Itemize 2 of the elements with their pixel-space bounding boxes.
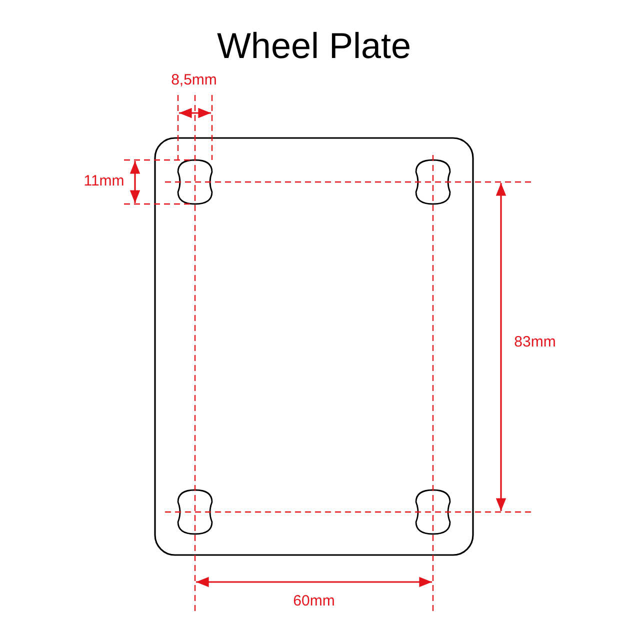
dimension-label: 8,5mm bbox=[170, 72, 218, 88]
diagram-title: Wheel Plate bbox=[216, 25, 412, 67]
